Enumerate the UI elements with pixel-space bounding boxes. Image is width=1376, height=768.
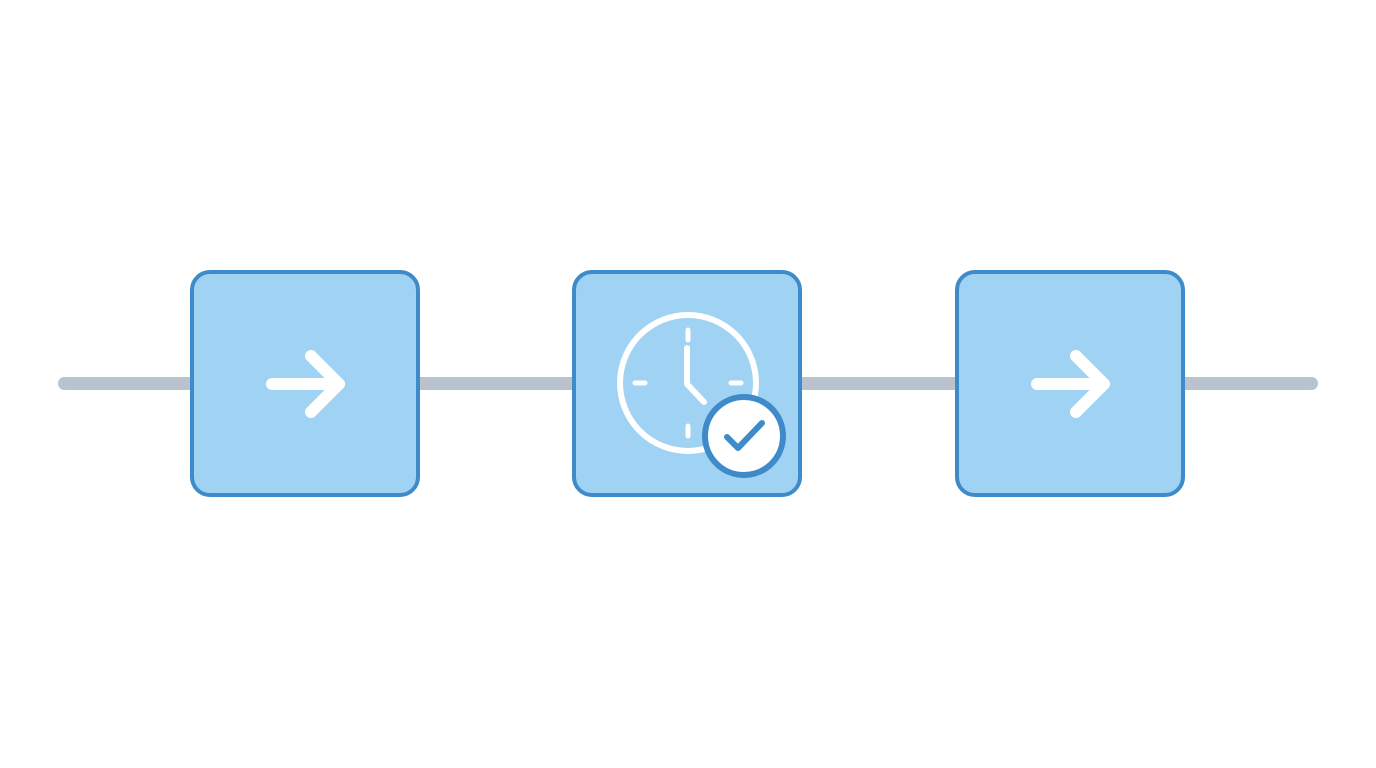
check-badge-icon	[702, 394, 786, 478]
arrow-right-icon	[1031, 350, 1110, 418]
step-node-1	[190, 270, 420, 497]
arrow-right-icon	[266, 350, 345, 418]
step-node-3	[955, 270, 1185, 497]
clock-icon	[617, 312, 786, 478]
step-node-2	[572, 270, 802, 497]
